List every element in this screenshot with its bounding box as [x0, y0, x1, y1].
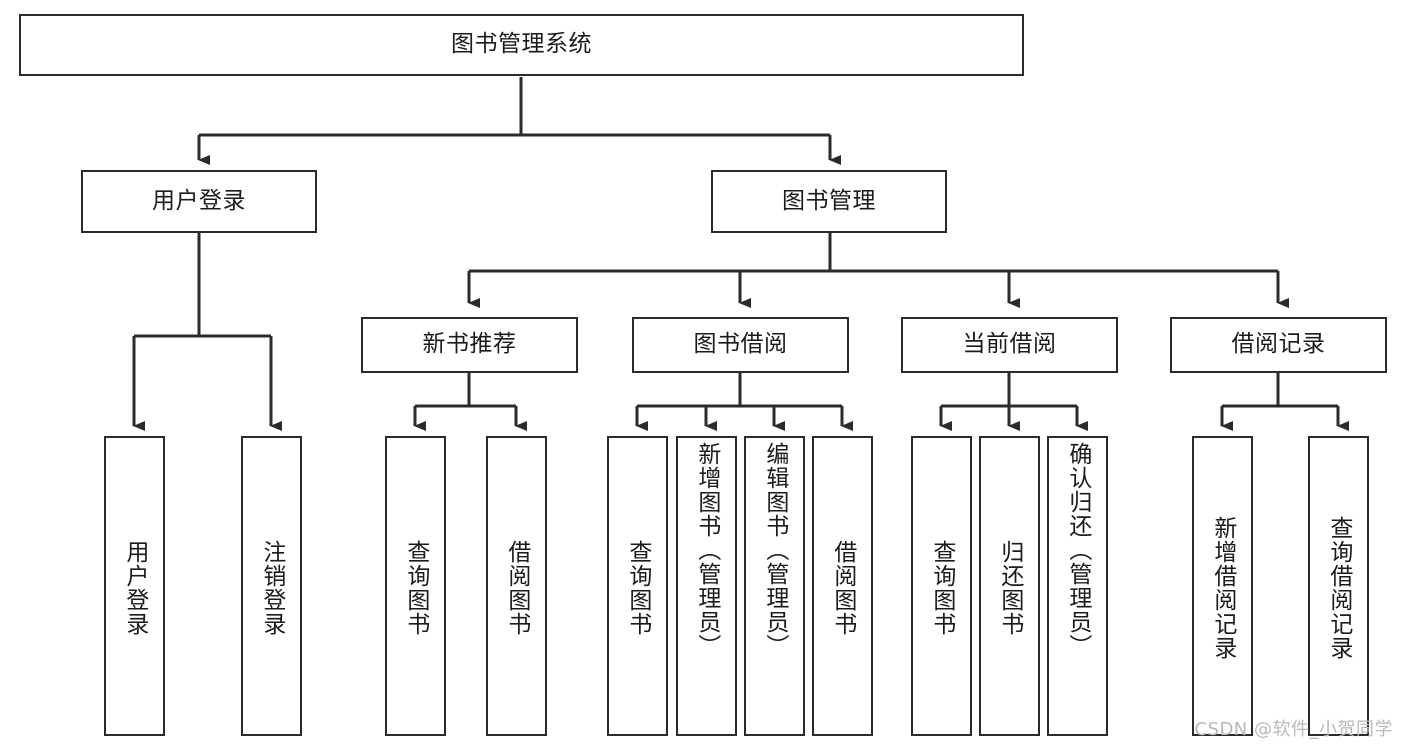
node-book-borrow[interactable]: 图书借阅	[632, 317, 849, 373]
node-leaf-borrow-edit-label: 编辑图书（管理员）	[761, 442, 788, 658]
node-leaf-cur-return-label: 归还图书	[996, 540, 1023, 636]
node-leaf-rec-query-label: 查询图书	[402, 540, 429, 636]
node-leaf-rec-search-label: 查询借阅记录	[1325, 516, 1352, 660]
node-leaf-rec-query[interactable]: 查询图书	[385, 436, 446, 736]
node-book-manage-label: 图书管理	[782, 187, 876, 214]
node-leaf-cur-query[interactable]: 查询图书	[911, 436, 972, 736]
node-leaf-user-logout-label: 注销登录	[258, 540, 285, 636]
node-leaf-borrow-query-label: 查询图书	[624, 540, 651, 636]
node-user-login-label: 用户登录	[152, 187, 246, 214]
node-leaf-cur-confirm-label: 确认归还（管理员）	[1064, 442, 1091, 658]
node-leaf-borrow-add[interactable]: 新增图书（管理员）	[676, 436, 737, 736]
node-current-borrow[interactable]: 当前借阅	[901, 317, 1118, 373]
node-leaf-rec-borrow[interactable]: 借阅图书	[486, 436, 547, 736]
node-new-book-rec-label: 新书推荐	[422, 331, 517, 358]
node-leaf-cur-query-label: 查询图书	[928, 540, 955, 636]
node-leaf-cur-return[interactable]: 归还图书	[979, 436, 1040, 736]
node-leaf-user-login-label: 用户登录	[121, 540, 148, 636]
node-leaf-cur-confirm[interactable]: 确认归还（管理员）	[1047, 436, 1108, 736]
node-leaf-rec-borrow-label: 借阅图书	[503, 540, 530, 636]
node-borrow-record[interactable]: 借阅记录	[1170, 317, 1387, 373]
node-leaf-user-logout[interactable]: 注销登录	[241, 436, 302, 736]
node-leaf-borrow-add-label: 新增图书（管理员）	[693, 442, 720, 658]
node-leaf-user-login[interactable]: 用户登录	[104, 436, 165, 736]
node-root-label: 图书管理系统	[451, 31, 592, 58]
node-leaf-rec-search[interactable]: 查询借阅记录	[1308, 436, 1369, 736]
node-root[interactable]: 图书管理系统	[19, 14, 1024, 76]
node-user-login[interactable]: 用户登录	[81, 170, 317, 233]
node-leaf-borrow-edit[interactable]: 编辑图书（管理员）	[744, 436, 805, 736]
node-leaf-borrow-query[interactable]: 查询图书	[607, 436, 668, 736]
node-new-book-rec[interactable]: 新书推荐	[361, 317, 578, 373]
node-leaf-borrow-lend-label: 借阅图书	[829, 540, 856, 636]
node-leaf-rec-add-label: 新增借阅记录	[1209, 516, 1236, 660]
node-current-borrow-label: 当前借阅	[962, 331, 1057, 358]
node-book-borrow-label: 图书借阅	[693, 331, 788, 358]
node-leaf-borrow-lend[interactable]: 借阅图书	[812, 436, 873, 736]
node-leaf-rec-add[interactable]: 新增借阅记录	[1192, 436, 1253, 736]
node-borrow-record-label: 借阅记录	[1231, 331, 1326, 358]
node-book-manage[interactable]: 图书管理	[711, 170, 947, 233]
